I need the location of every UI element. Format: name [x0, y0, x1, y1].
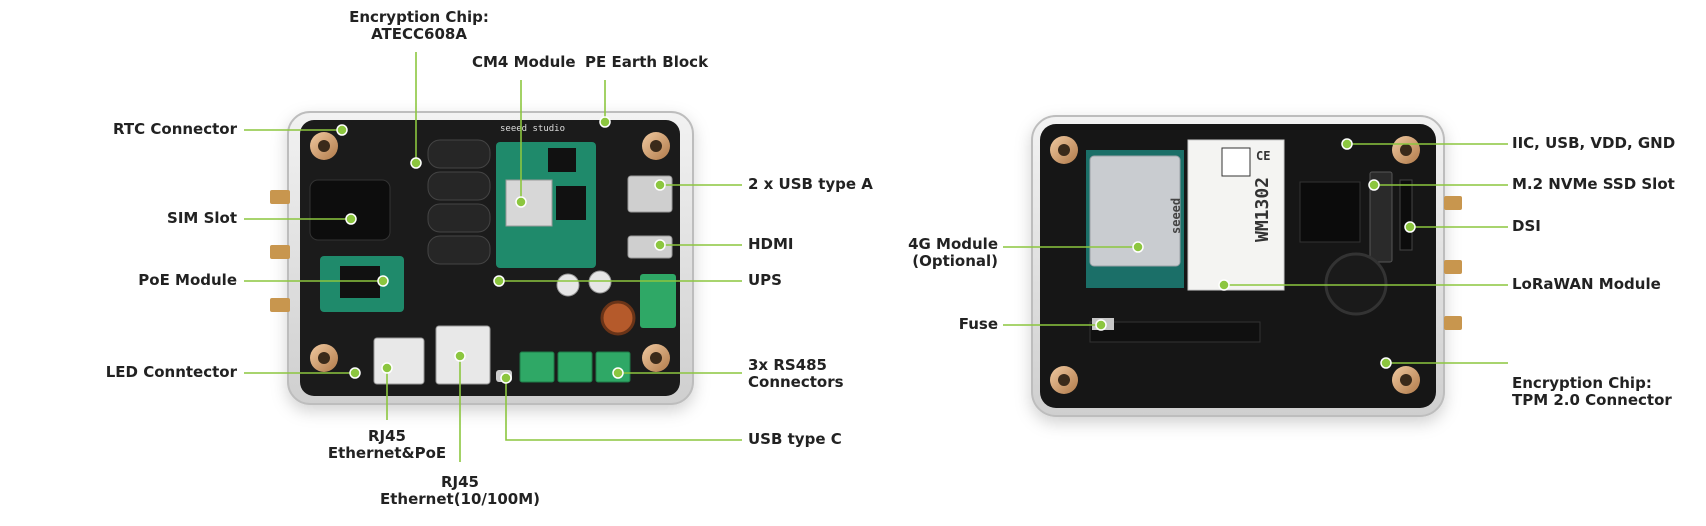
- svg-text:seeed studio: seeed studio: [500, 124, 565, 134]
- label-rj45-ethernet: RJ45 Ethernet(10/100M): [380, 473, 540, 508]
- label-m2-nvme: M.2 NVMe SSD Slot: [1512, 175, 1675, 193]
- label-sim-slot: SIM Slot: [167, 209, 237, 227]
- label-cm4-module: CM4 Module: [472, 53, 576, 71]
- hdmi-port: [627, 235, 673, 259]
- label-led-connector: LED Conntector: [105, 363, 237, 381]
- label-lorawan-module: LoRaWAN Module: [1512, 275, 1661, 293]
- label-rj45-poe: RJ45 Ethernet&PoE: [327, 427, 447, 462]
- lorawan-ce: CE: [1256, 149, 1270, 163]
- usb-a-port: [627, 175, 673, 213]
- right-antennas: [1444, 196, 1462, 330]
- right-device: seeed WM1302 CE: [1031, 115, 1462, 417]
- label-rs485: 3x RS485 Connectors: [748, 356, 844, 391]
- coin-cell: [1324, 252, 1388, 316]
- lorawan-brand: seeed: [1169, 198, 1183, 234]
- rj45-poe-port: [373, 337, 425, 385]
- leader-usb-c: [505, 378, 742, 441]
- capacitor-bank: [427, 139, 491, 265]
- right-standoffs: [1050, 136, 1420, 394]
- callout-dots: [336, 116, 1416, 384]
- label-pe-earth-block: PE Earth Block: [585, 53, 709, 71]
- leader-lines: [244, 52, 1508, 462]
- lorawan-model: WM1302: [1252, 177, 1273, 242]
- dsi-connector: [1399, 179, 1413, 251]
- left-antennas: [270, 190, 290, 312]
- module-4g-shield: [1089, 155, 1181, 267]
- cm4-chip: [505, 179, 553, 227]
- label-ups: UPS: [748, 271, 782, 289]
- label-iic-usb-vdd-gnd: IIC, USB, VDD, GND: [1512, 134, 1676, 152]
- label-dsi: DSI: [1512, 217, 1541, 235]
- left-standoffs: [310, 132, 670, 372]
- label-encryption-tpm: Encryption Chip: TPM 2.0 Connector: [1512, 374, 1672, 409]
- label-poe-module: PoE Module: [138, 271, 237, 289]
- label-usb-type-c: USB type C: [748, 430, 842, 448]
- label-fuse: Fuse: [958, 315, 998, 333]
- label-usb-type-a: 2 x USB type A: [748, 175, 873, 193]
- sim-slot: [309, 179, 391, 241]
- label-rtc-connector: RTC Connector: [113, 120, 237, 138]
- rs485-terminals: [519, 351, 631, 383]
- label-4g-module: 4G Module (Optional): [908, 235, 998, 270]
- label-encryption-chip: Encryption Chip: ATECC608A: [349, 8, 489, 43]
- label-hdmi: HDMI: [748, 235, 794, 253]
- left-device: seeed studio: [270, 111, 694, 405]
- m2-slot: [1369, 171, 1393, 263]
- ups-terminal: [640, 274, 676, 328]
- inductor: [600, 300, 636, 336]
